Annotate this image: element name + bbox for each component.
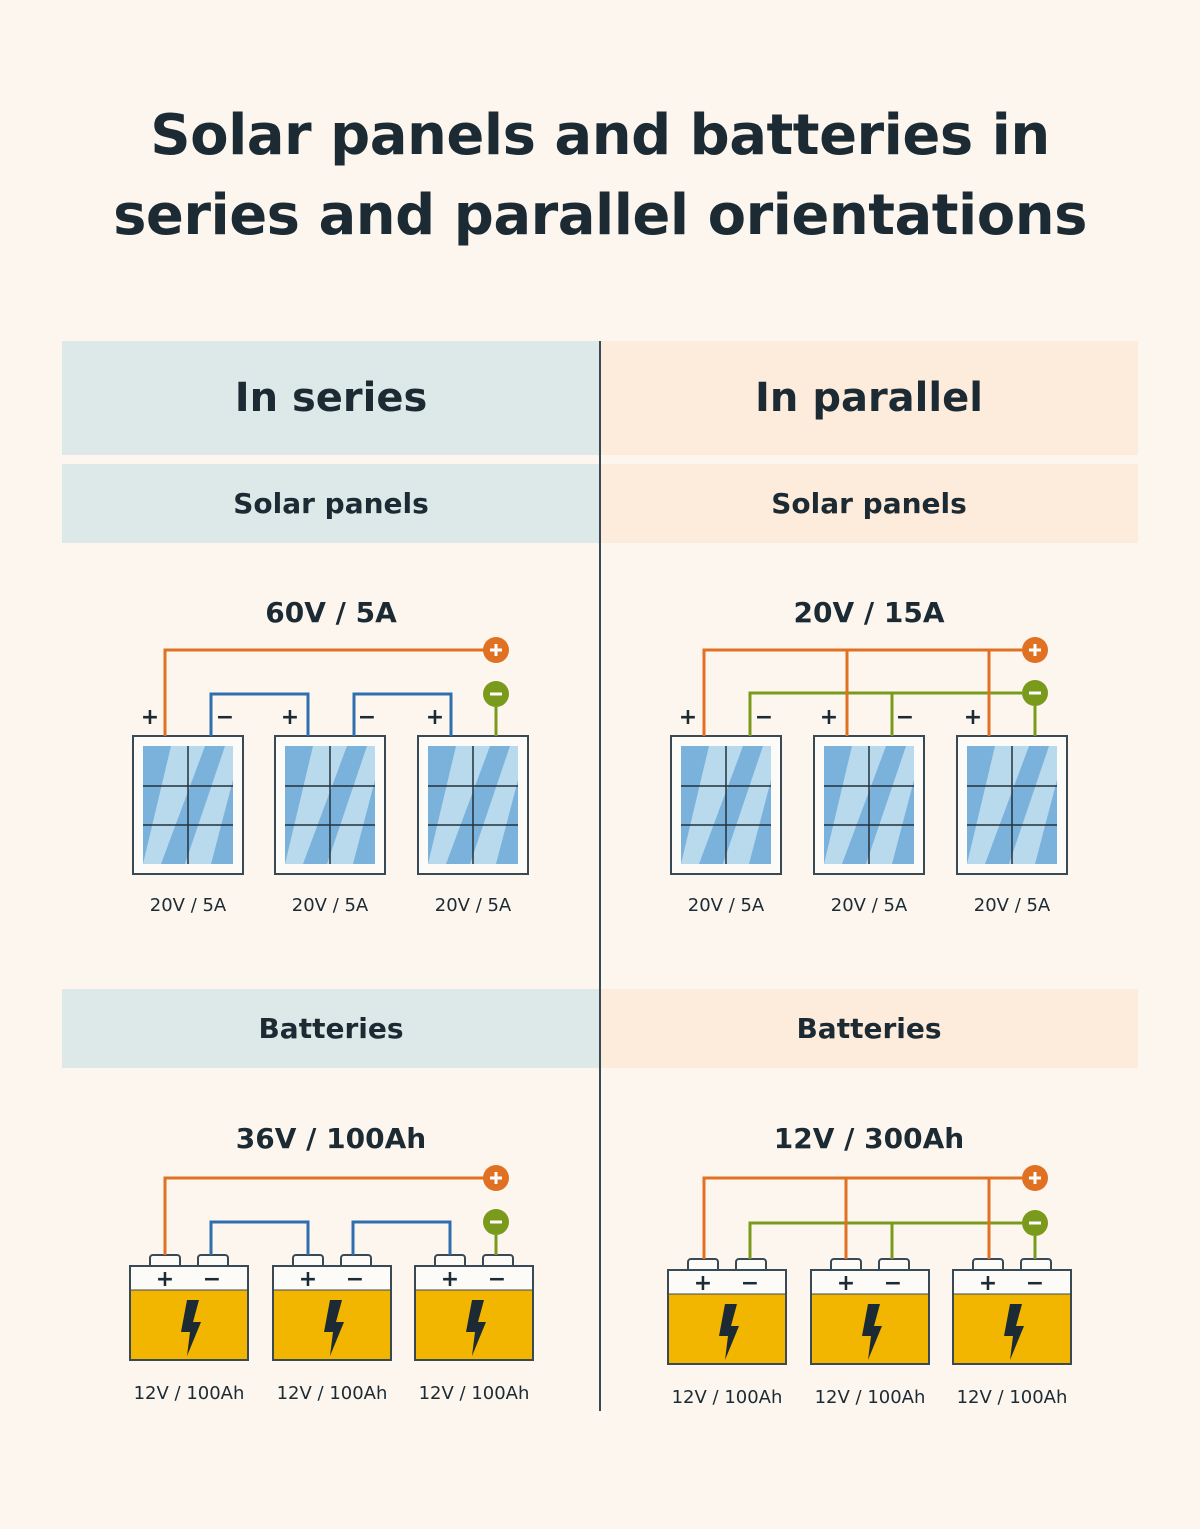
plus-sign: + [820,705,838,730]
plus-sign: + [679,705,697,730]
battery-minus-sign: − [1026,1271,1044,1296]
series-battery-positive-wire [163,1176,484,1255]
series-solar-panel-rating: 20V / 5A [150,895,227,916]
battery-minus-sign: − [346,1267,364,1292]
lightning-bolt-icon [719,1304,739,1360]
battery-plus-sign: + [979,1271,997,1296]
parallel-battery-rating: 12V / 100Ah [815,1387,926,1408]
parallel-solar-negative-bus [748,691,1022,736]
parallel-batteries-heading: Batteries [600,989,1138,1068]
parallel-solar-positive-bus [702,648,1022,736]
parallel-solar-total: 20V / 15A [793,596,945,629]
parallel-solar-panel-rating: 20V / 5A [688,895,765,916]
battery-minus-sign: − [203,1267,221,1292]
lightning-bolt-icon [181,1300,201,1356]
series-solar-panel [132,735,244,875]
parallel-batteries-total: 12V / 300Ah [773,1122,965,1155]
parallel-solar-panel-rating: 20V / 5A [831,895,908,916]
column-divider [599,341,601,1411]
series-battery-rating: 12V / 100Ah [134,1383,245,1404]
battery-plus-sign: + [156,1267,174,1292]
title-line-1: Solar panels and batteries in [150,103,1050,168]
series-heading: In series [62,341,600,455]
minus-sign: − [755,705,773,730]
parallel-solar-panel [670,735,782,875]
series-solar-link-wire [209,692,310,736]
series-solar-total: 60V / 5A [265,596,397,629]
positive-terminal-icon [1022,637,1048,663]
series-solar-panel-rating: 20V / 5A [292,895,369,916]
battery-minus-sign: − [488,1267,506,1292]
negative-terminal-icon [483,681,509,707]
battery-plus-sign: + [441,1267,459,1292]
negative-terminal-icon [483,1209,509,1235]
positive-terminal-icon [483,637,509,663]
battery-minus-sign: − [741,1271,759,1296]
plus-sign: + [281,705,299,730]
series-battery: +− [129,1254,249,1361]
series-battery: +− [272,1254,392,1361]
lightning-bolt-icon [862,1304,882,1360]
series-batteries-total: 36V / 100Ah [235,1122,427,1155]
minus-sign: − [896,705,914,730]
parallel-battery-rating: 12V / 100Ah [957,1387,1068,1408]
plus-sign: + [964,705,982,730]
page-title: Solar panels and batteries in series and… [0,96,1200,256]
parallel-battery: +− [810,1258,930,1365]
series-battery: +− [414,1254,534,1361]
lightning-bolt-icon [324,1300,344,1356]
lightning-bolt-icon [1004,1304,1024,1360]
series-solar-heading: Solar panels [62,464,600,543]
series-solar-panel [274,735,386,875]
series-solar-panel-rating: 20V / 5A [435,895,512,916]
negative-terminal-icon [1022,1210,1048,1236]
series-battery-link-wire [351,1220,452,1255]
parallel-heading: In parallel [600,341,1138,455]
series-solar-panel [417,735,529,875]
minus-sign: − [216,705,234,730]
parallel-solar-heading: Solar panels [600,464,1138,543]
minus-sign: − [358,705,376,730]
parallel-battery: +− [667,1258,787,1365]
parallel-solar-panel-rating: 20V / 5A [974,895,1051,916]
series-solar-positive-wire [163,648,484,736]
battery-plus-sign: + [694,1271,712,1296]
positive-terminal-icon [1022,1165,1048,1191]
negative-terminal-icon [1022,680,1048,706]
lightning-bolt-icon [466,1300,486,1356]
parallel-battery-positive-bus [702,1176,1022,1259]
parallel-battery: +− [952,1258,1072,1365]
battery-minus-sign: − [884,1271,902,1296]
battery-plus-sign: + [299,1267,317,1292]
parallel-solar-panel [956,735,1068,875]
series-battery-link-wire [209,1220,310,1255]
parallel-battery-rating: 12V / 100Ah [672,1387,783,1408]
series-battery-rating: 12V / 100Ah [419,1383,530,1404]
plus-sign: + [426,705,444,730]
positive-terminal-icon [483,1165,509,1191]
series-batteries-heading: Batteries [62,989,600,1068]
parallel-solar-panel [813,735,925,875]
parallel-battery-negative-bus [748,1221,1022,1259]
series-solar-link-wire [352,692,453,736]
battery-plus-sign: + [837,1271,855,1296]
plus-sign: + [141,705,159,730]
series-battery-rating: 12V / 100Ah [277,1383,388,1404]
title-line-2: series and parallel orientations [113,183,1087,248]
